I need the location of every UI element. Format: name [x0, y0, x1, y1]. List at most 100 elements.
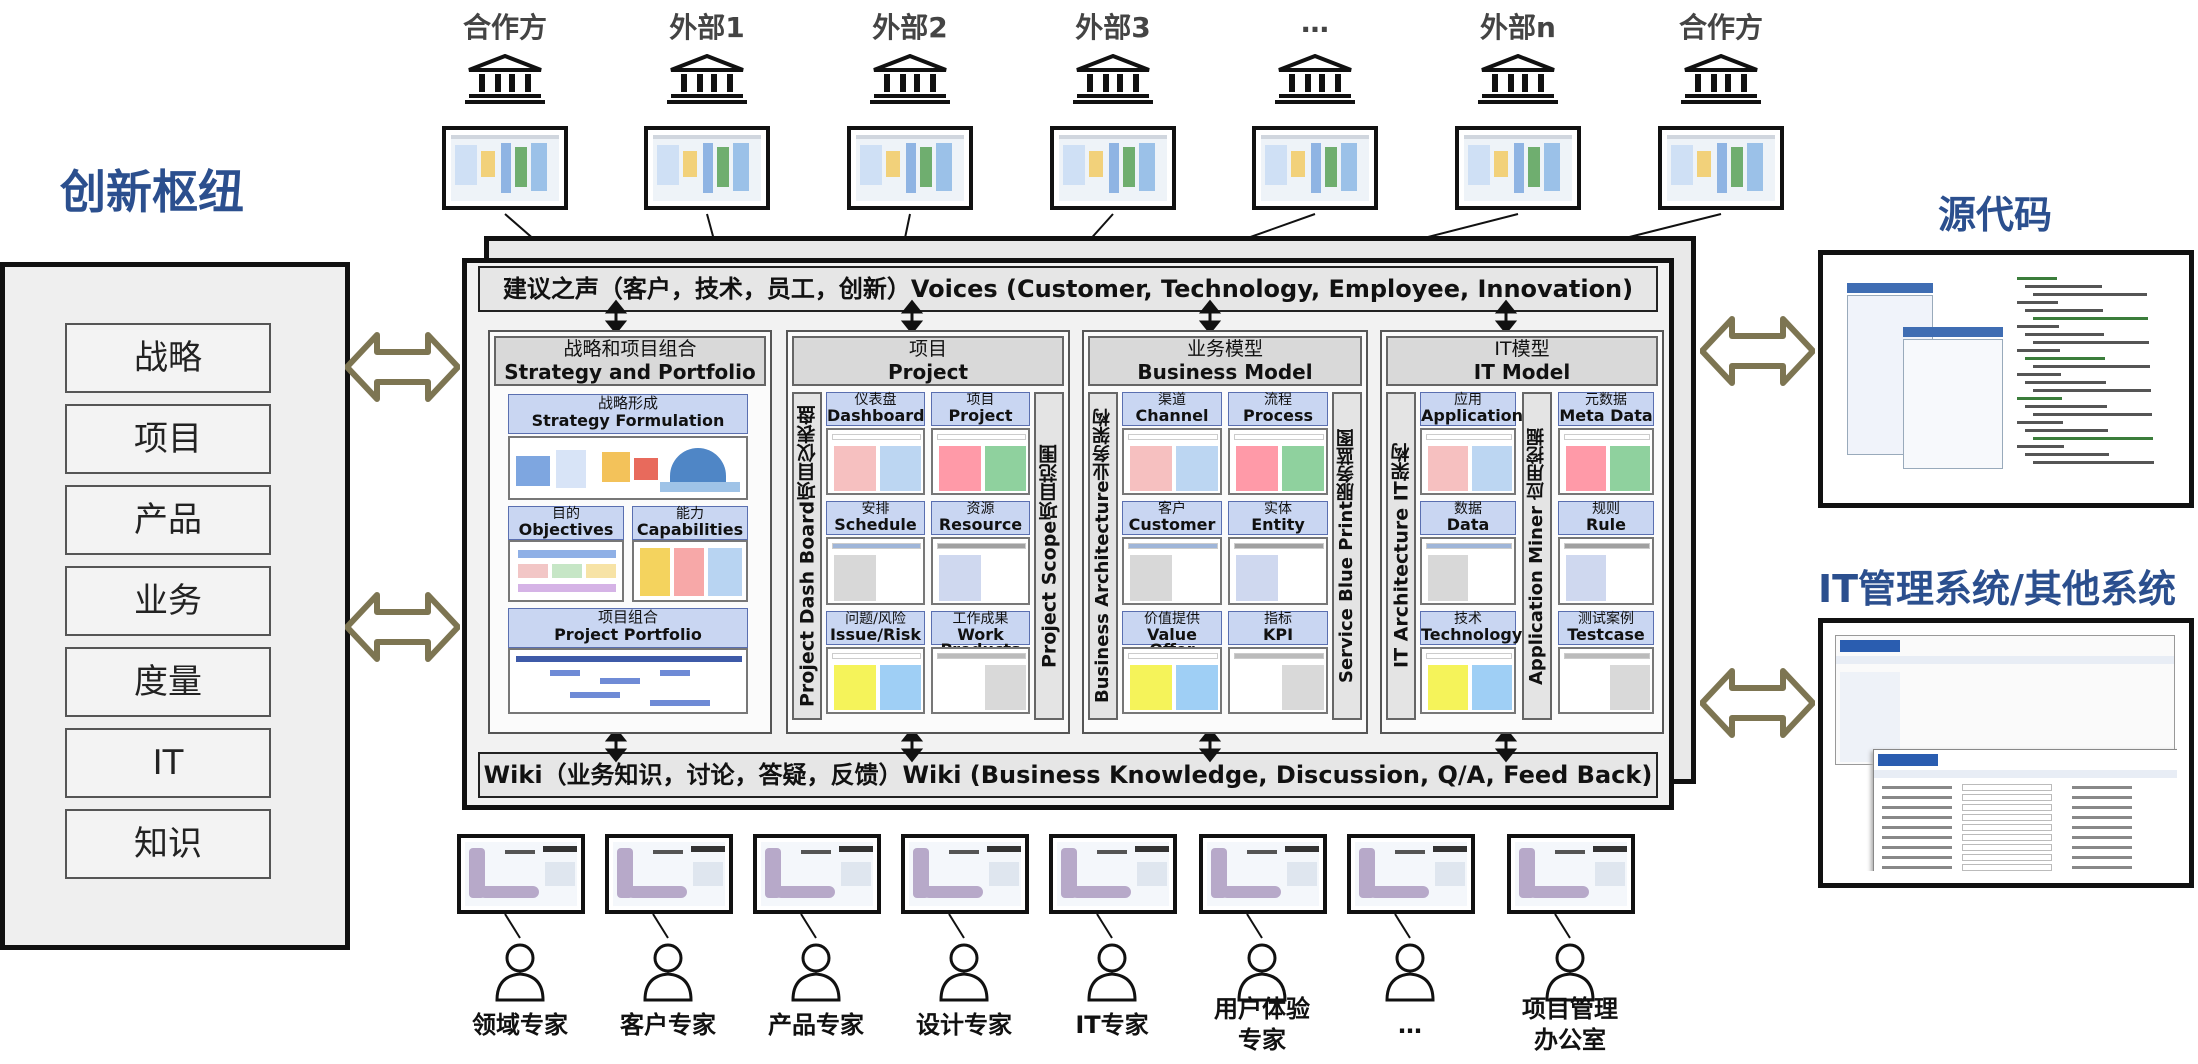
- source-code-title: 源代码: [1938, 193, 2053, 237]
- hub-title: 创新枢纽: [60, 165, 244, 219]
- cell-label-en: Application: [1421, 406, 1524, 425]
- formulation-en: Strategy Formulation: [531, 411, 725, 430]
- bank-icon: [667, 54, 747, 104]
- person-icon: [1545, 914, 1595, 1002]
- expert-label-line1: 领域专家: [472, 1011, 568, 1039]
- expert-label: 客户专家: [593, 1010, 743, 1041]
- person-icon: [1385, 914, 1435, 1002]
- person-icon: [939, 914, 989, 1002]
- service-blueprint-vertical: Service Blue Print服务蓝图: [1332, 392, 1362, 720]
- business-title: 业务模型 Business Model: [1088, 336, 1362, 386]
- person-icon: [643, 914, 693, 1002]
- expert-label-line1: 用户体验: [1214, 995, 1310, 1023]
- cell-label-cn: 流程: [1264, 392, 1292, 408]
- cell-thumbnail: [931, 646, 1030, 714]
- partner-label: 外部2: [872, 11, 948, 44]
- left-panel-item[interactable]: 项目: [65, 404, 271, 474]
- cell-label-cn: 元数据: [1585, 392, 1627, 408]
- cell-label-cn: 工作成果: [952, 610, 1009, 627]
- partner-label: 合作方: [1678, 11, 1763, 44]
- left-panel-item[interactable]: IT: [65, 728, 271, 798]
- cell-label-en: Rule: [1585, 515, 1627, 535]
- double-arrow-icon: [345, 332, 460, 402]
- monitor-icon: [605, 834, 733, 914]
- portfolio-cn: 项目组合: [597, 608, 658, 626]
- left-panel-item[interactable]: 度量: [65, 647, 271, 717]
- portfolio-en: Project Portfolio: [554, 625, 702, 644]
- bank-icon: [1681, 54, 1761, 104]
- it-title-cn: IT模型: [1494, 338, 1550, 360]
- cell-label-cn: 应用: [1454, 392, 1482, 408]
- cell-label-cn: 规则: [1592, 501, 1620, 518]
- it-system-screen: [1818, 618, 2194, 888]
- cell-label-cn: 测试案例: [1578, 610, 1634, 627]
- partner-label: …: [1301, 6, 1329, 39]
- cell-label-cn: 问题/风险: [845, 610, 906, 627]
- cell-label-cn: 数据: [1454, 501, 1482, 518]
- objectives-label: 目的 Objectives: [508, 506, 624, 540]
- left-panel-item[interactable]: 业务: [65, 566, 271, 636]
- cell-label-cn: 渠道: [1158, 392, 1186, 408]
- cell-label-en: Customer: [1128, 515, 1216, 535]
- objectives-thumbnail: [508, 540, 624, 602]
- left-panel-item[interactable]: 产品: [65, 485, 271, 555]
- cell-thumbnail: [1420, 646, 1516, 714]
- cell-thumbnail: [1228, 428, 1328, 496]
- partner-label: 外部3: [1075, 11, 1151, 44]
- project-title: 项目 Project: [792, 336, 1064, 386]
- double-arrow-icon: [345, 592, 460, 662]
- cell-label-en: Entity: [1251, 515, 1305, 535]
- monitor-icon: [457, 834, 585, 914]
- cell-label-cn: 指标: [1264, 610, 1292, 627]
- strategy-title: 战略和项目组合 Strategy and Portfolio: [494, 336, 766, 386]
- cell-thumbnail: [1558, 537, 1654, 605]
- cell-label-en: Process: [1243, 406, 1313, 425]
- wiki-bar: Wiki（业务知识，讨论，答疑，反馈）Wiki (Business Knowle…: [478, 752, 1658, 798]
- cell-label-en: Dashboard: [827, 406, 925, 425]
- monitor-icon: [1455, 126, 1581, 210]
- cell-label-cn: 客户: [1158, 501, 1186, 518]
- expert-label-line2: 办公室: [1534, 1026, 1606, 1054]
- business-title-cn: 业务模型: [1186, 338, 1263, 360]
- cell-label-cn: 价值提供: [1144, 610, 1200, 627]
- it-title-en: IT Model: [1473, 360, 1571, 384]
- cell-label-en: KPI: [1262, 624, 1294, 644]
- it-architecture-vertical: IT Architecture IT架构: [1386, 392, 1416, 720]
- monitor-icon: [901, 834, 1029, 914]
- expert-label: …: [1335, 1010, 1485, 1041]
- it-column: IT模型 IT Model IT Architecture IT架构 Appli…: [1380, 330, 1664, 734]
- monitor-icon: [644, 126, 770, 210]
- formulation-cn: 战略形成: [597, 394, 658, 412]
- expert-label-line1: 设计专家: [916, 1011, 1012, 1039]
- cell-thumbnail: [1558, 428, 1654, 496]
- strategy-column: 战略和项目组合 Strategy and Portfolio 战略形成 Stra…: [488, 330, 772, 734]
- cell-thumbnail: [1122, 537, 1222, 605]
- cell-thumbnail: [826, 537, 925, 605]
- cell-label-en: Channel: [1135, 406, 1209, 425]
- objectives-cn: 目的: [552, 506, 580, 522]
- cell-label-en: Meta Data: [1559, 406, 1653, 425]
- cell-thumbnail: [1122, 428, 1222, 496]
- monitor-icon: [1347, 834, 1475, 914]
- project-title-cn: 项目: [908, 338, 947, 360]
- monitor-icon: [753, 834, 881, 914]
- business-column: 业务模型 Business Model Business Architectur…: [1082, 330, 1368, 734]
- cell-label-cn: 项目: [966, 392, 995, 408]
- cell-thumbnail: [826, 428, 925, 496]
- bank-icon: [1073, 54, 1153, 104]
- capabilities-label: 能力 Capabilities: [632, 506, 748, 540]
- left-panel-item[interactable]: 战略: [65, 323, 271, 393]
- monitor-icon: [1507, 834, 1635, 914]
- left-panel: 战略项目产品业务度量 IT 知识: [0, 262, 350, 950]
- strategy-title-cn: 战略和项目组合: [563, 338, 697, 360]
- left-panel-item[interactable]: 知识: [65, 809, 271, 879]
